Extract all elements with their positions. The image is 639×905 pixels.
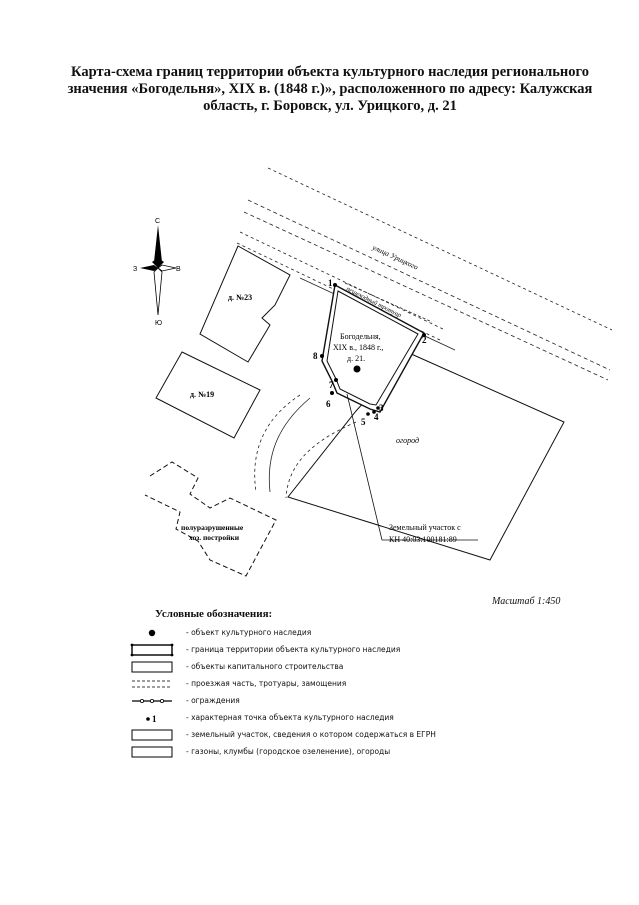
dashed-lines-icon: [132, 680, 172, 688]
street-line: [243, 211, 609, 381]
building-rect-icon: [131, 661, 173, 673]
map-scale: Масштаб 1:450: [492, 596, 561, 607]
sidewalk-curve: [268, 397, 311, 493]
title-line-2: значения «Богодельня», XIX в. (1848 г.)»…: [67, 81, 593, 97]
legend-item-label: - проезжая часть, тротуары, замощения: [186, 679, 347, 688]
compass-north: С: [155, 218, 160, 225]
point-label-7: 7: [329, 380, 334, 390]
street-label: улица Урицкого: [370, 242, 420, 272]
point-marker-3: [376, 406, 380, 410]
point-marker-1: [333, 283, 337, 287]
heritage-building: [326, 290, 419, 406]
street-line: [247, 199, 611, 371]
heritage-object-dot: [353, 365, 361, 373]
parcel-label-1: Земельный участок с: [389, 523, 461, 532]
house-23-label: д. №23: [228, 293, 252, 302]
compass-east: В: [176, 266, 181, 273]
street-line: [267, 167, 613, 331]
point-label-3: 3: [379, 403, 384, 413]
house-19-label: д. №19: [190, 390, 214, 399]
compass-west: З: [133, 266, 137, 273]
street-line: [239, 231, 446, 331]
object-label-2: XIX в., 1848 г.,: [333, 343, 383, 352]
point-label-4: 4: [374, 412, 379, 422]
boundary-icon: [130, 643, 174, 657]
parcel-leader-line: [346, 393, 383, 541]
sidewalk-curve: [285, 421, 357, 499]
point-label-1: 1: [328, 278, 333, 288]
legend-item-label: - газоны, клумбы (городское озеленение),…: [186, 747, 391, 756]
sidewalk-curve: [254, 394, 301, 493]
point-label-5: 5: [361, 417, 366, 427]
legend-item-label: - характерная точка объекта культурного …: [186, 713, 394, 722]
point-marker-6: [330, 391, 334, 395]
compass-south: Ю: [155, 320, 162, 327]
legend-item-label: - граница территории объекта культурного…: [186, 645, 401, 654]
title-line-1: Карта-схема границ территории объекта ку…: [71, 64, 589, 80]
point-marker-icon: 1: [146, 714, 157, 724]
legend-item-label: - земельный участок, сведения о котором …: [186, 730, 436, 739]
point-marker-5: [366, 412, 370, 416]
ruined-label-2: хоз. постройки: [189, 533, 240, 542]
point-label-2: 2: [422, 335, 427, 345]
parcel-label-2: КН 40:03:100181:89: [389, 535, 457, 544]
object-label-3: д. 21.: [347, 354, 365, 363]
ruined-outbuildings-outline: [144, 461, 277, 577]
ruined-label-1: полуразрушенные: [181, 523, 244, 532]
point-marker-7: [334, 378, 338, 382]
compass-icon: С Ю З В: [133, 218, 181, 327]
point-marker-4: [372, 410, 376, 414]
title-line-3: область, г. Боровск, ул. Урицкого, д. 21: [203, 98, 457, 114]
fence-icon: [132, 699, 172, 704]
street-lines: [236, 167, 613, 381]
house-23-outline: [199, 245, 291, 363]
legend-point-label: 1: [152, 714, 157, 724]
house-19-outline: [155, 351, 261, 439]
point-marker-2: [422, 333, 426, 337]
point-marker-8: [320, 354, 324, 358]
parcel-rect-icon: [131, 729, 173, 741]
sidewalk-curves: [254, 394, 357, 499]
greenery-rect-icon: [131, 746, 173, 758]
garden-label: огород: [396, 436, 419, 445]
page-title: Карта-схема границ территории объекта ку…: [60, 64, 600, 115]
street-line: [344, 282, 433, 323]
object-label-1: Богодельня,: [340, 332, 381, 341]
point-label-8: 8: [313, 351, 318, 361]
heritage-dot-icon: [148, 629, 156, 637]
characteristic-points: [320, 283, 426, 416]
legend-item-label: - объект культурного наследия: [186, 628, 312, 637]
point-label-6: 6: [326, 399, 331, 409]
heritage-boundary: [321, 283, 425, 413]
legend-item-label: - объекты капитального строительства: [186, 662, 344, 671]
legend-item-label: - ограждения: [186, 696, 240, 705]
legend-title: Условные обозначения:: [155, 608, 273, 620]
